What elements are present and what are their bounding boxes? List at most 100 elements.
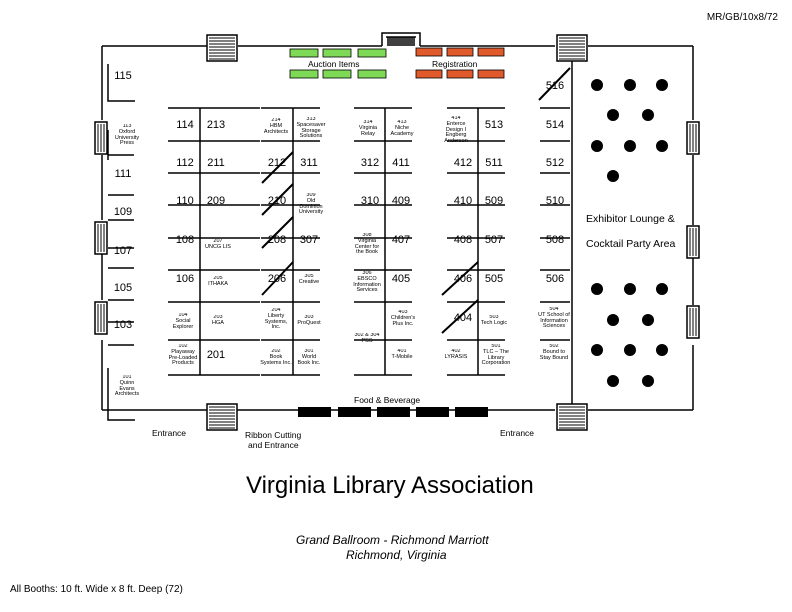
booth-exhibitor-line: Social [175, 317, 191, 324]
booth-number: 101 [122, 375, 132, 380]
booth-exhibitor-line: PSS [361, 337, 373, 344]
booth-exhibitor-line: Solutions [299, 133, 323, 140]
booth-number: 204 [271, 308, 281, 313]
booth-exhibitor-line: EBSCO [357, 275, 377, 282]
booth-exhibitor-line: Sciences [542, 323, 566, 330]
cocktail-table [591, 140, 603, 152]
cocktail-table [642, 314, 654, 326]
cocktail-table [607, 170, 619, 182]
cocktail-table [624, 140, 636, 152]
booth-exhibitor-line: Design I [445, 126, 467, 133]
booth-size-note: All Booths: 10 ft. Wide x 8 ft. Deep (72… [10, 584, 183, 595]
booth-number: 501 [491, 344, 501, 349]
cocktail-table [656, 344, 668, 356]
booth-103: 103 [108, 320, 138, 332]
booth-number: 207 [213, 239, 223, 244]
booth-exhibitor-line: Anderson [444, 138, 468, 145]
booth-number: 313 [306, 117, 316, 122]
booth-number: 114 [176, 120, 194, 131]
booth-211: 211 [201, 158, 231, 170]
registration-table [446, 69, 474, 79]
booth-exhibitor-line: Book [269, 353, 283, 360]
booth-number: 107 [113, 246, 133, 257]
booth-number: 212 [267, 158, 287, 169]
booth-number: 505 [484, 274, 504, 285]
booth-exhibitor-line: Spacesaver [296, 121, 326, 128]
booth-exhibitor-line: World [301, 353, 317, 360]
booth-exhibitor-line: Relay [360, 130, 376, 137]
exhibitor-lounge-label-line2: Cocktail Party Area [586, 238, 676, 250]
ribbon-cutting-label-line1: Ribbon Cutting [245, 430, 302, 440]
cocktail-table [624, 344, 636, 356]
registration-table [415, 69, 443, 79]
cocktail-table [591, 79, 603, 91]
stage-outline [381, 32, 421, 46]
booth-number: 303 [304, 315, 314, 320]
booth-exhibitor-line: LYRASIS [444, 353, 468, 360]
booth-number: 301 [304, 349, 314, 354]
booth-exhibitor-line: Engberg [445, 132, 467, 139]
booth-209: 209 [201, 196, 231, 208]
booth-312: 312 [355, 158, 385, 170]
cocktail-table [656, 283, 668, 295]
booth-number: 407 [391, 235, 411, 246]
booth-exhibitor-line: Playaway [171, 348, 195, 355]
booth-number: 511 [485, 158, 503, 169]
booth-exhibitor-line: TLC – The [483, 348, 509, 355]
booth-number: 110 [176, 196, 194, 207]
auction-table [322, 69, 352, 79]
cocktail-table [624, 283, 636, 295]
booth-exhibitor-line: Liberty [267, 312, 285, 319]
booth-exhibitor-line: Enterce [446, 120, 466, 127]
exhibitor-lounge-label-line1: Exhibitor Lounge & [586, 213, 675, 225]
pillar-bottom-right [556, 403, 588, 431]
auction-table [357, 48, 387, 58]
booth-number: 401 [397, 349, 407, 354]
booth-number: 510 [545, 196, 565, 207]
booth-404: 404 [448, 313, 478, 325]
booth-number: 307 [299, 235, 319, 246]
registration-table [477, 69, 505, 79]
booth-exhibitor-line: Systems Inc. [260, 359, 292, 366]
booth-310: 310 [355, 196, 385, 208]
auction-table [357, 69, 387, 79]
booth-409: 409 [386, 196, 416, 208]
food-table [377, 407, 410, 417]
booth-bracket [107, 368, 135, 421]
cocktail-table [656, 140, 668, 152]
venue-name: Grand Ballroom - Richmond Marriott [296, 533, 489, 547]
booth-208: 208 [262, 235, 292, 247]
booth-exhibitor-line: HBM [269, 122, 283, 129]
corner-booth-line [261, 261, 294, 296]
auction-table [322, 48, 352, 58]
booth-exhibitor-line: Architects [263, 128, 289, 135]
booth-exhibitor-line: Book Inc. [297, 359, 321, 366]
cocktail-table [624, 79, 636, 91]
booth-exhibitor-line: Corporation [481, 360, 511, 367]
booth-number: 402 [451, 349, 461, 354]
booth-number: 312 [360, 158, 380, 169]
booth-number: 205 [213, 276, 223, 281]
corner-booth-line [441, 299, 479, 334]
booth-exhibitor-line: University [298, 209, 324, 216]
left-entrance-label: Entrance [152, 428, 187, 438]
booth-number: 309 [306, 193, 316, 198]
booth-number: 305 [304, 274, 314, 279]
food-table [455, 407, 488, 417]
booth-405: 405 [386, 274, 416, 286]
booth-exhibitor-line: Niche [394, 124, 410, 131]
registration-table [477, 47, 505, 57]
right-entrance-label: Entrance [500, 428, 535, 438]
auction-table [289, 48, 319, 58]
booth-number: 105 [113, 283, 133, 294]
booth-number: 104 [178, 313, 188, 318]
